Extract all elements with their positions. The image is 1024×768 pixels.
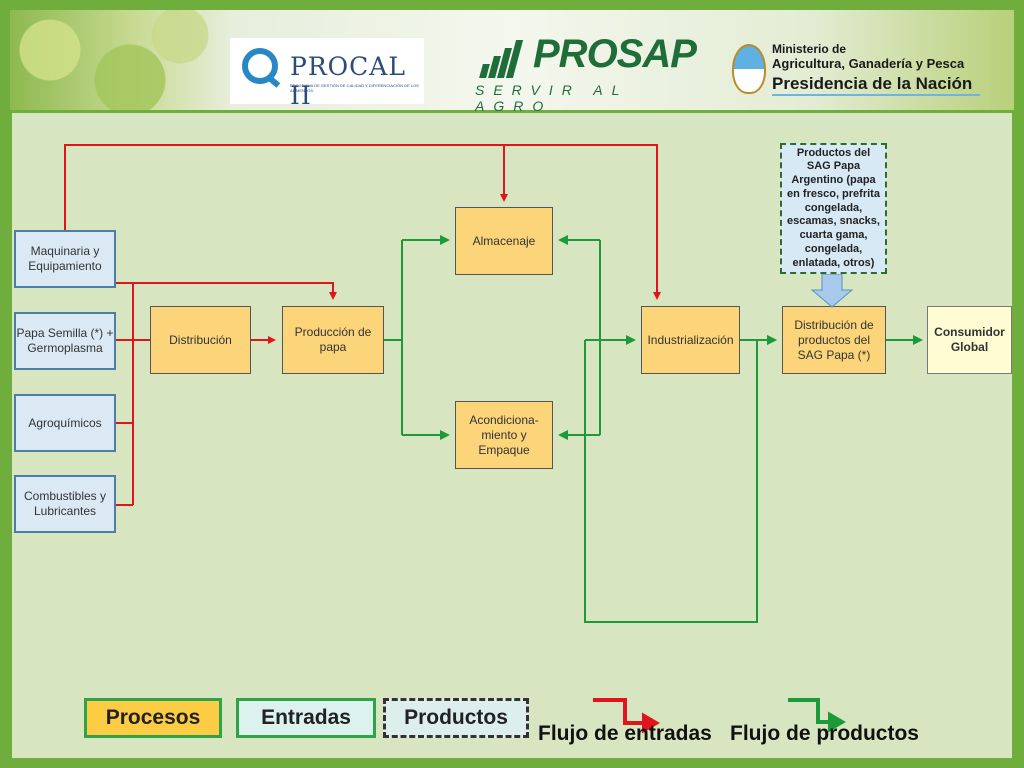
legend-entradas-label: Entradas bbox=[261, 706, 351, 729]
ministry-line3: Presidencia de la Nación bbox=[772, 74, 973, 93]
ministry-line2: Agricultura, Ganadería y Pesca bbox=[772, 56, 965, 71]
legend-entradas: Entradas bbox=[236, 698, 376, 738]
input-maquinaria: Maquinaria y Equipamiento bbox=[14, 230, 116, 288]
legend-green-arrow-icon bbox=[788, 698, 834, 724]
process-almacenaje: Almacenaje bbox=[455, 207, 553, 275]
process-distribucion-productos: Distribución de productos del SAG Papa (… bbox=[782, 306, 886, 374]
process-almacenaje-label: Almacenaje bbox=[472, 233, 536, 248]
input-agroquimicos: Agroquímicos bbox=[14, 394, 116, 452]
legend-flujo-entradas: Flujo de entradas bbox=[538, 722, 712, 745]
legend-procesos: Procesos bbox=[84, 698, 222, 738]
process-distribucion: Distribución bbox=[150, 306, 251, 374]
input-maquinaria-label: Maquinaria y Equipamiento bbox=[28, 244, 102, 273]
process-acondicionamiento-label: Acondiciona-miento y Empaque bbox=[469, 412, 539, 457]
legend-procesos-label: Procesos bbox=[105, 706, 201, 729]
process-acondicionamiento: Acondiciona-miento y Empaque bbox=[455, 401, 553, 469]
blue-down-arrow-icon bbox=[810, 274, 854, 308]
input-combustibles: Combustibles y Lubricantes bbox=[14, 475, 116, 533]
legend-productos: Productos bbox=[383, 698, 529, 738]
legend-red-arrow-icon bbox=[593, 698, 648, 725]
process-distribucion-productos-label: Distribución de productos del SAG Papa (… bbox=[794, 317, 874, 362]
procal-tagline: PROGRAMA DE GESTIÓN DE CALIDAD Y DIFEREN… bbox=[290, 83, 419, 93]
ministry-line1: Ministerio de bbox=[772, 42, 847, 56]
procal-logo: PROCAL II PROGRAMA DE GESTIÓN DE CALIDAD… bbox=[230, 38, 424, 110]
consumer-global-label: Consumidor Global bbox=[934, 325, 1005, 354]
consumer-global: Consumidor Global bbox=[927, 306, 1012, 374]
legend-arrow-icons bbox=[593, 698, 846, 734]
input-agroquimicos-label: Agroquímicos bbox=[28, 415, 102, 430]
process-industrializacion-label: Industrialización bbox=[647, 332, 734, 347]
prosap-logo: PROSAP SERVIR AL AGRO bbox=[475, 32, 705, 114]
process-produccion-label: Producción de papa bbox=[294, 325, 372, 354]
procal-name: PROCAL II bbox=[290, 52, 406, 110]
input-papa-semilla: Papa Semilla (*) + Germoplasma bbox=[14, 312, 116, 370]
prosap-tagline: SERVIR AL AGRO bbox=[475, 82, 629, 114]
header-banner: PROCAL II PROGRAMA DE GESTIÓN DE CALIDAD… bbox=[10, 10, 1014, 114]
input-combustibles-label: Combustibles y Lubricantes bbox=[23, 489, 107, 518]
input-papa-semilla-label: Papa Semilla (*) + Germoplasma bbox=[16, 326, 114, 355]
product-flow-lines bbox=[384, 235, 923, 623]
process-industrializacion: Industrialización bbox=[641, 306, 740, 374]
procal-q-icon bbox=[242, 48, 278, 84]
legend-productos-label: Productos bbox=[404, 706, 508, 729]
legend-flujo-productos: Flujo de productos bbox=[730, 722, 919, 745]
process-distribucion-label: Distribución bbox=[169, 332, 232, 347]
prosap-name: PROSAP bbox=[533, 32, 697, 76]
product-sag-papa: Productos del SAG Papa Argentino (papa e… bbox=[780, 143, 887, 274]
process-produccion: Producción de papa bbox=[282, 306, 384, 374]
ministry-logo: Ministerio de Agricultura, Ganadería y P… bbox=[728, 36, 998, 106]
input-flow-lines bbox=[64, 144, 661, 506]
coat-of-arms-icon bbox=[732, 44, 766, 94]
product-sag-papa-label: Productos del SAG Papa Argentino (papa e… bbox=[787, 146, 880, 269]
ministry-underline bbox=[772, 94, 980, 96]
